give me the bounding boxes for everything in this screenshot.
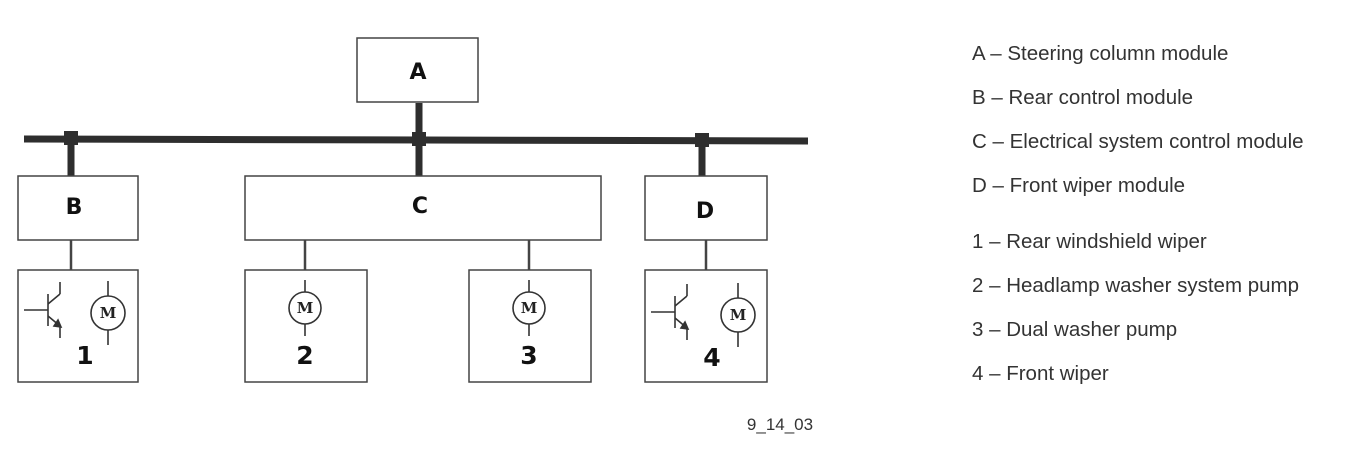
component-2: M 2 <box>244 269 368 383</box>
motor-symbol: M <box>297 299 314 317</box>
module-c-label: C <box>412 194 428 219</box>
module-a-label: A <box>409 60 426 85</box>
module-d-label: D <box>696 199 714 224</box>
wiper-system-diagram: A B C D M 1 <box>17 37 813 434</box>
legend-item-3: 3 – Dual washer pump <box>972 318 1178 341</box>
motor-icon: M <box>90 281 126 345</box>
component-2-label: 2 <box>296 341 313 370</box>
transistor-icon <box>651 284 690 340</box>
component-1: M 1 <box>17 269 139 383</box>
legend-item-1: 1 – Rear windshield wiper <box>972 230 1207 253</box>
legend: A – Steering column module B – Rear cont… <box>972 36 1304 400</box>
component-3: M 3 <box>468 269 592 383</box>
motor-symbol: M <box>100 304 117 322</box>
component-3-label: 3 <box>520 341 537 370</box>
module-c: C <box>244 175 602 241</box>
motor-symbol: M <box>521 299 538 317</box>
module-a: A <box>356 37 479 103</box>
legend-item-c: C – Electrical system control module <box>972 130 1304 153</box>
legend-item-2: 2 – Headlamp washer system pump <box>972 274 1300 297</box>
transistor-icon <box>24 282 63 338</box>
legend-item-4: 4 – Front wiper <box>972 362 1109 385</box>
component-1-label: 1 <box>76 341 93 370</box>
component-4-label: 4 <box>703 343 720 372</box>
motor-symbol: M <box>730 306 747 324</box>
module-b-label: B <box>66 195 83 220</box>
legend-item-d: D – Front wiper module <box>972 174 1186 197</box>
figure-id: 9_14_03 <box>747 415 813 434</box>
motor-icon: M <box>720 283 756 347</box>
motor-icon: M <box>288 280 322 336</box>
legend-item-a: A – Steering column module <box>972 42 1229 65</box>
motor-icon: M <box>512 280 546 336</box>
module-b: B <box>17 175 139 241</box>
legend-item-b: B – Rear control module <box>972 86 1194 109</box>
component-4: M 4 <box>644 269 768 383</box>
module-d: D <box>644 175 768 241</box>
